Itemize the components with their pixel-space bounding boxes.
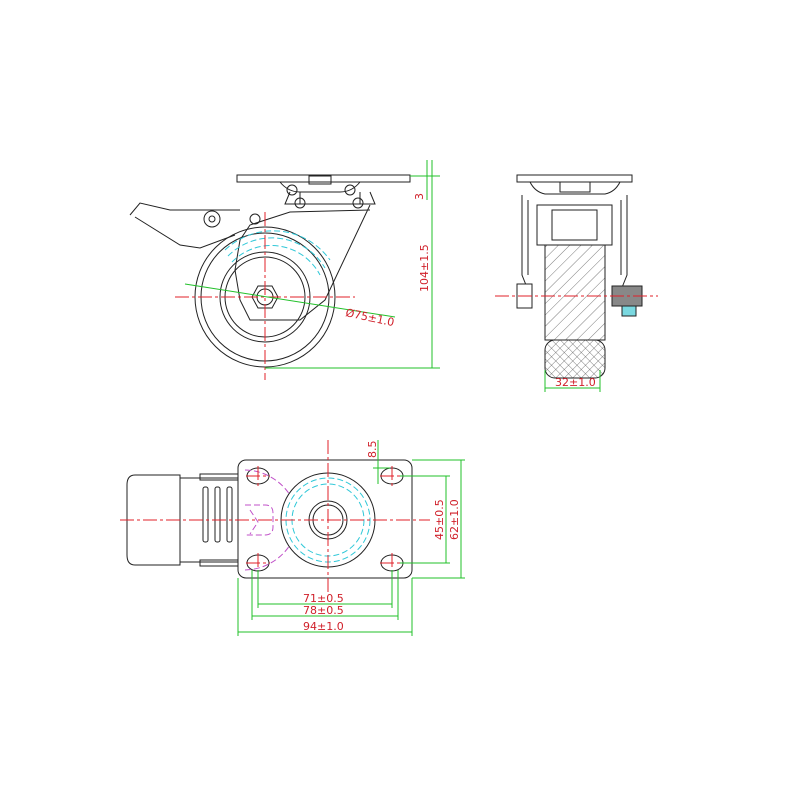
dim-94: 94±1.0 [303,620,344,633]
dim-8-5: 8.5 [366,441,379,459]
front-view: 32±1.0 [495,174,658,392]
wheel-width-label: 32±1.0 [555,376,596,389]
fork-housing [536,204,613,246]
mounting-plate [237,459,413,579]
top-plate [236,174,411,183]
wheel-diameter-label: Ø75±1.0 [344,306,395,329]
dim-71: 71±0.5 [303,592,344,605]
dim-78: 78±0.5 [303,604,344,617]
brake-pedal [129,202,240,249]
tread-section [544,339,606,379]
dim-62: 62±1.0 [448,499,461,540]
dim-45: 45±0.5 [433,499,446,540]
diameter-dim-line [184,283,396,318]
dimension-lines [237,440,465,636]
wheel-section [544,244,606,341]
side-view: Ø75±1.0 3 104±1.5 [129,160,440,380]
brake-pad [126,474,181,566]
fork-leg [234,204,371,321]
plate-thickness-label: 3 [413,193,426,200]
bottom-view: 71±0.5 78±0.5 94±1.0 45±0.5 62±1.0 8.5 [120,440,465,636]
swivel-race [279,181,376,205]
overall-height-label: 104±1.5 [418,244,431,292]
